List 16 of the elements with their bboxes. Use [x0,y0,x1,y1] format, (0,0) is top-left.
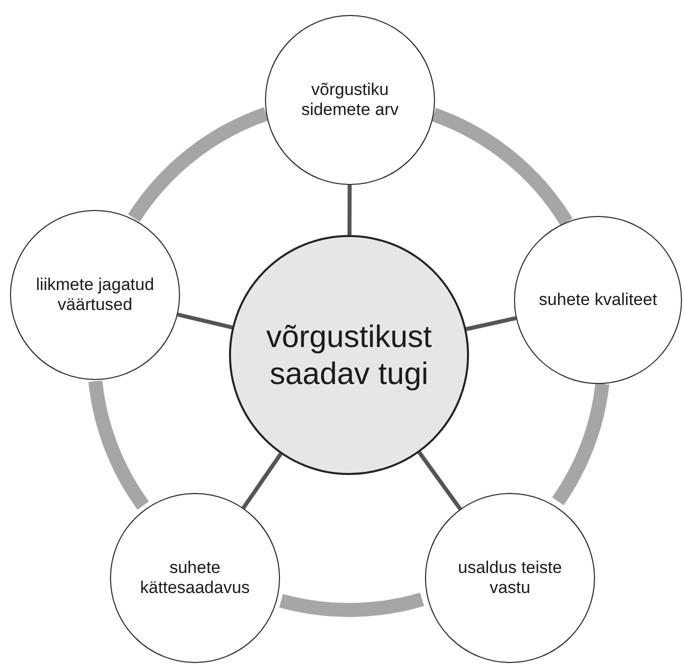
spoke-line [347,185,352,235]
ring-arc [552,382,610,505]
spoke-line [418,451,462,510]
ring-arc [431,108,572,226]
ring-arc [88,380,150,510]
circle-label: suhete kättesaadavus [139,558,251,598]
circle-label: võrgustiku sidemete arv [300,80,400,120]
circle-label: suhete kvaliteet [538,290,658,310]
circle-label: usaldus teiste vastu [457,558,563,598]
ring-arc [280,592,424,617]
circle-label: võrgustikust saadav tugi [265,318,433,392]
circle-label: liikmete jagatud väärtused [34,274,156,316]
spoke-line [177,312,233,330]
spoke-line [466,316,516,332]
ring-arc [128,107,269,222]
spoke-line [242,452,282,510]
